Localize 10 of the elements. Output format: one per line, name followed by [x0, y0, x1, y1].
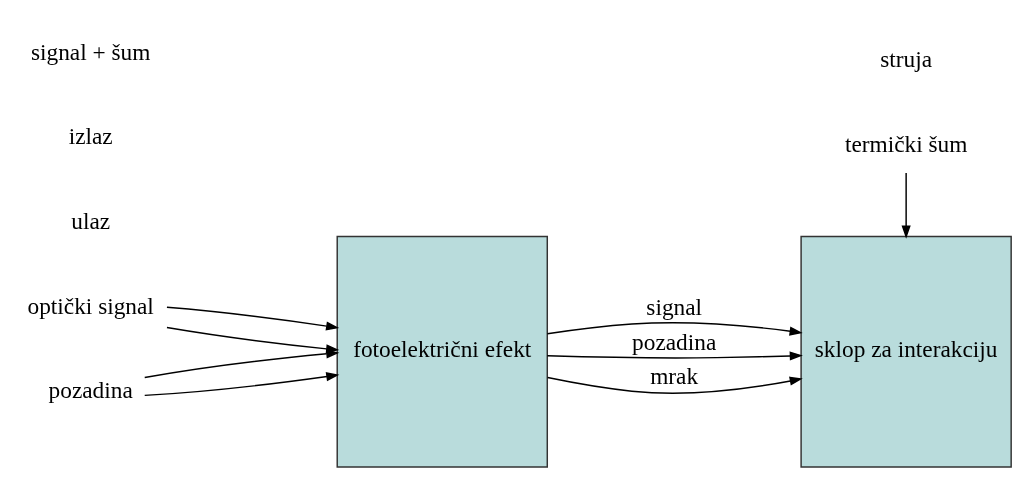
label: izlaz	[68, 123, 113, 150]
node-text: optički signal	[27, 292, 154, 319]
label: signal + šum	[30, 38, 150, 65]
edge-label: mrak	[649, 362, 698, 389]
edge-label: signal	[645, 294, 702, 321]
label: struja	[879, 46, 932, 73]
node-text: pozadina	[48, 377, 133, 404]
label: ulaz	[70, 207, 110, 234]
node-text: termički šum	[844, 130, 967, 157]
edge-label: pozadina	[631, 329, 716, 356]
